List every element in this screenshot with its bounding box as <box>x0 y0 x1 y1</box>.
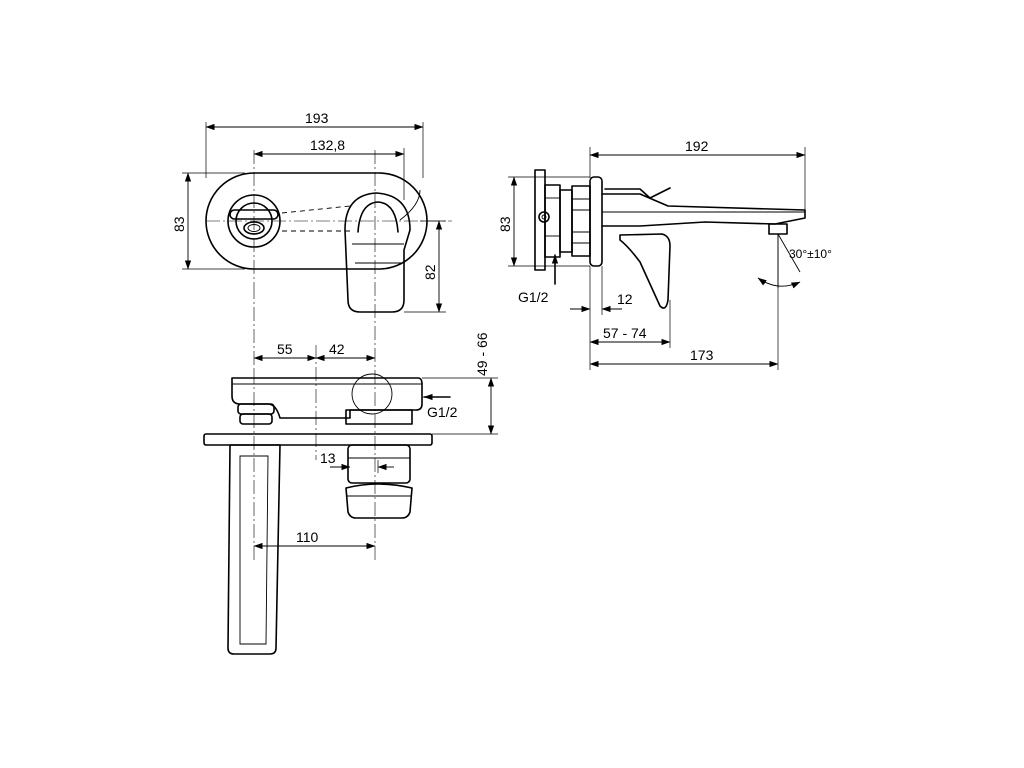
dim-front-width: 193 <box>305 110 329 126</box>
dim-side-wall-range: 57 - 74 <box>603 325 647 341</box>
side-cover-plate <box>589 176 603 267</box>
top-view: 55 42 49 - 66 G1/2 13 110 <box>203 332 498 655</box>
top-wall-plate <box>203 433 433 446</box>
dim-side-spout-length: 192 <box>685 138 709 154</box>
dim-side-spout-projection: 173 <box>690 347 714 363</box>
side-view: 192 83 G1/2 12 57 - 74 173 30°±10° <box>497 138 832 370</box>
dim-top-body-offset: 13 <box>320 450 336 466</box>
side-aerator <box>768 223 788 235</box>
dim-side-aerator-angle: 30°±10° <box>789 247 832 261</box>
side-inlet-label: G1/2 <box>518 289 549 305</box>
dim-side-plate-height: 83 <box>497 216 513 232</box>
dim-front-lever-height: 82 <box>422 264 438 280</box>
top-spout <box>227 444 281 655</box>
top-lever-cartridge <box>345 444 413 519</box>
dim-front-plate-height: 83 <box>171 216 187 232</box>
dim-front-center-distance: 132,8 <box>310 137 345 153</box>
side-wall-bracket <box>534 169 591 271</box>
side-lever <box>619 233 671 309</box>
dim-top-depth-range: 49 - 66 <box>474 332 490 376</box>
side-spout-body <box>601 187 806 227</box>
dim-side-plate-depth: 12 <box>617 291 633 307</box>
dim-top-left-offset: 55 <box>277 341 293 357</box>
top-valve-body <box>231 373 423 425</box>
front-lever-handle <box>344 189 421 313</box>
front-view: 193 132,8 83 82 <box>171 110 452 370</box>
dim-top-right-offset: 42 <box>329 341 345 357</box>
top-inlet-label: G1/2 <box>427 404 458 420</box>
dim-top-spout-reach: 110 <box>296 529 319 545</box>
